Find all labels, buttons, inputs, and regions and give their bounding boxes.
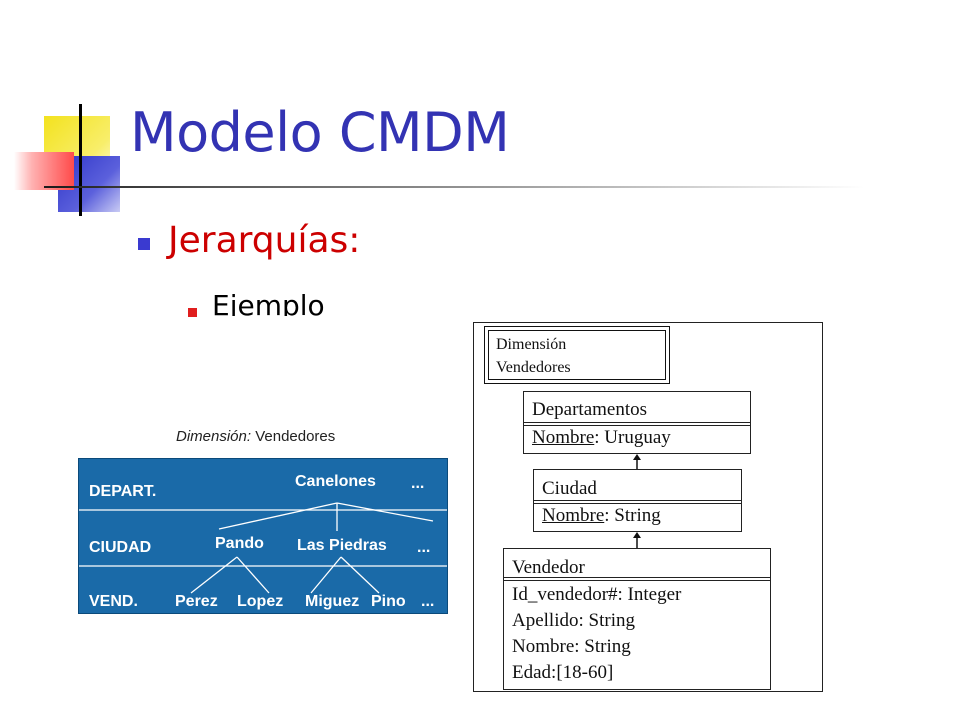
class-departamentos: Departamentos Nombre: Uruguay (523, 391, 751, 454)
node-lopez: Lopez (237, 593, 284, 610)
node-canelones: Canelones (295, 473, 376, 490)
dimension-box-inner (488, 330, 666, 380)
bullet-square-small-icon (188, 308, 197, 317)
class-separator (504, 577, 770, 581)
bullet-level2-text: Ejemplo (212, 289, 325, 316)
attr-key-underlined: Nombre (542, 505, 605, 526)
class-separator (524, 422, 750, 426)
node-las-piedras: Las Piedras (297, 537, 387, 554)
class-attr: Id_vendedor#: Integer (512, 584, 682, 605)
hierarchy-lines (79, 502, 447, 594)
arrowhead-icon (633, 532, 641, 538)
level-label-ciudad: CIUDAD (89, 539, 152, 556)
schema-diagram-frame (473, 322, 823, 692)
class-attr: Edad:[18-60] (512, 662, 614, 683)
dimension-box-line1: Dimensión (496, 336, 567, 353)
bullet-level1-text: Jerarquías: (168, 220, 361, 261)
dimension-box-line2: Vendedores (496, 359, 571, 376)
attr-rest: : String (604, 505, 661, 526)
attr-key-underlined: Nombre (532, 427, 595, 448)
class-separator (534, 500, 741, 504)
class-attr: Nombre: String (542, 505, 661, 527)
title-underline (44, 186, 864, 188)
edge-pando-perez (190, 556, 238, 594)
ellipsis-ciudad: ... (417, 539, 431, 556)
ellipsis-depart: ... (411, 475, 425, 492)
level-label-depart: DEPART. (89, 483, 157, 500)
logo-vertical-line (79, 104, 82, 216)
hierarchy-instance-diagram: DEPART. CIUDAD VEND. Canelones ... Pando… (78, 458, 448, 614)
attr-rest: : Uruguay (594, 427, 671, 448)
class-ciudad: Ciudad Nombre: String (533, 469, 742, 532)
logo-red-bar (14, 152, 74, 190)
arrowhead-icon (633, 454, 641, 460)
node-miguez: Miguez (305, 593, 360, 610)
dimension-caption: Dimensión: Vendedores (176, 428, 335, 445)
edge-canelones-right (336, 502, 434, 522)
ellipsis-vend: ... (421, 593, 435, 610)
class-name: Ciudad (542, 478, 597, 499)
edge-canelones-left (218, 502, 338, 530)
class-name: Departamentos (532, 399, 648, 420)
class-attr: Nombre: String (512, 636, 631, 657)
dimension-caption-label: Dimensión: (176, 428, 252, 445)
class-vendedor: Vendedor Id_vendedor#: Integer Apellido:… (503, 548, 771, 690)
edge-laspiedras-miguez (310, 556, 342, 594)
level-label-vend: VEND. (89, 593, 138, 610)
class-attr: Nombre: Uruguay (532, 427, 671, 449)
edge-pando-lopez (236, 556, 270, 594)
class-name: Vendedor (512, 557, 585, 578)
dimension-box: Dimensión Vendedores (484, 326, 670, 384)
bullet-square-icon (138, 238, 150, 250)
edge-laspiedras-pino (340, 556, 380, 594)
node-perez: Perez (175, 593, 218, 610)
node-pando: Pando (215, 535, 264, 552)
dimension-caption-value: Vendedores (255, 428, 336, 445)
class-attr: Apellido: String (512, 610, 635, 631)
slide-title: Modelo CMDM (130, 101, 510, 164)
node-pino: Pino (371, 593, 406, 610)
